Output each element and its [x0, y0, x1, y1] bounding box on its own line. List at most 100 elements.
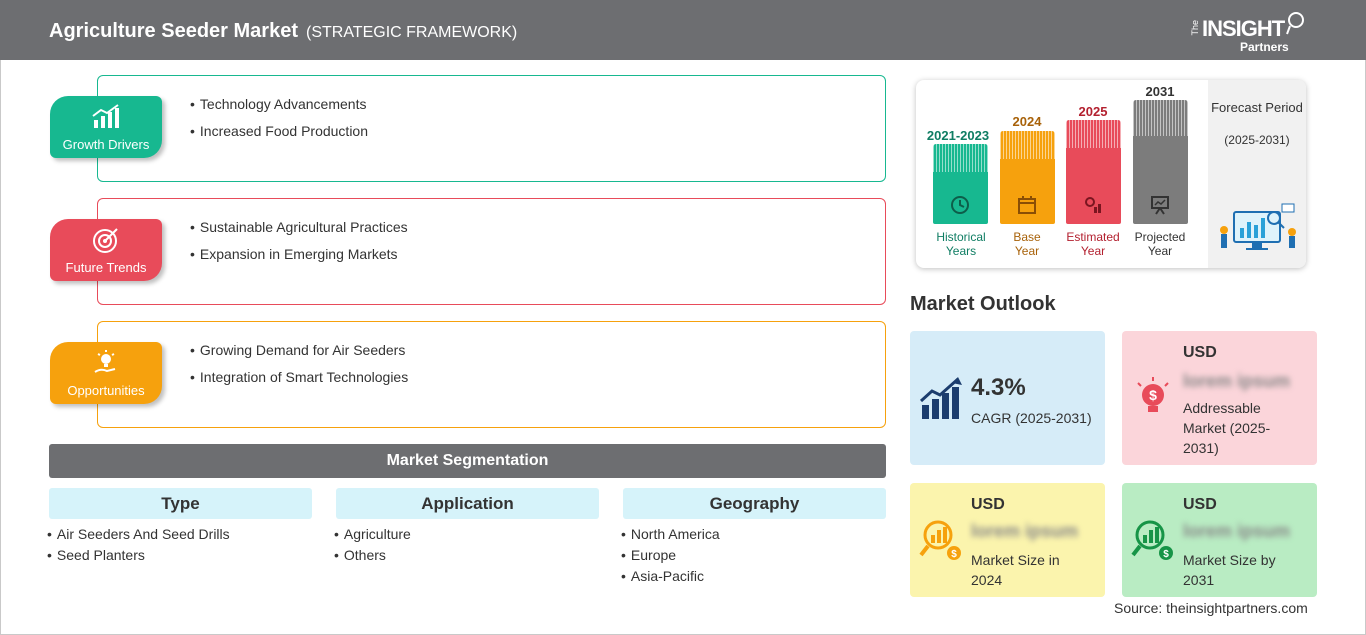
- cagr-label: CAGR (2025-2031): [971, 410, 1092, 426]
- list-item: North America: [621, 526, 720, 542]
- list-item: Agriculture: [334, 526, 411, 542]
- list-item: Growing Demand for Air Seeders: [190, 342, 408, 358]
- growth-drivers-badge: Growth Drivers: [50, 96, 162, 158]
- title-text: Agriculture Seeder Market: [49, 20, 298, 42]
- size-2024-value: lorem ipsum: [971, 521, 1079, 541]
- addressable-usd: USD: [1183, 344, 1217, 361]
- presentation-icon: [1151, 196, 1169, 215]
- source-link[interactable]: Source: theinsightpartners.com: [1114, 600, 1308, 616]
- year-estimated: 2025: [1078, 104, 1108, 119]
- size-2031-desc: Market Size by 2031: [1183, 552, 1276, 588]
- logo-insight: INSIGHT: [1202, 16, 1285, 41]
- label-line2: Year: [1080, 244, 1106, 258]
- list-item: Increased Food Production: [190, 123, 368, 139]
- segment-application-list: Agriculture Others: [334, 526, 411, 568]
- label-line1: Projected: [1134, 230, 1186, 244]
- opportunities-list: Growing Demand for Air Seeders Integrati…: [190, 342, 408, 396]
- future-trends-box: Sustainable Agricultural Practices Expan…: [97, 198, 886, 305]
- insight-partners-logo[interactable]: The INSIGHT Partners: [1190, 10, 1310, 54]
- logo-the: The: [1190, 20, 1200, 36]
- opportunities-badge: Opportunities: [50, 342, 162, 404]
- size-2031-value: lorem ipsum: [1183, 521, 1291, 541]
- bar-stripes: [1066, 120, 1121, 148]
- growth-drivers-box: Technology Advancements Increased Food P…: [97, 75, 886, 182]
- label-line2: Year: [1014, 244, 1040, 258]
- growth-chart-icon: [919, 377, 962, 419]
- addressable-value: lorem ipsum: [1183, 371, 1291, 391]
- growth-drivers-label: Growth Drivers: [62, 137, 150, 152]
- cagr-card: 4.3% CAGR (2025-2031): [910, 331, 1105, 465]
- list-item: Expansion in Emerging Markets: [190, 246, 408, 262]
- logo-partners: Partners: [1240, 40, 1289, 54]
- label-line1: Estimated: [1066, 230, 1120, 244]
- gear-chart-icon: [1085, 197, 1101, 213]
- svg-text:$: $: [1149, 387, 1157, 403]
- magnifier-coins-icon: $: [919, 520, 961, 560]
- list-item: Europe: [621, 547, 720, 563]
- list-item: Air Seeders And Seed Drills: [47, 526, 230, 542]
- opportunities-label: Opportunities: [67, 383, 145, 398]
- svg-text:$: $: [1163, 549, 1169, 560]
- market-size-2024-card: $ USD lorem ipsum Market Size in 2024: [910, 483, 1105, 597]
- size-2024-usd: USD: [971, 496, 1005, 513]
- bar-estimated: [1066, 120, 1121, 224]
- market-segmentation-header: Market Segmentation: [49, 444, 886, 478]
- list-item: Others: [334, 547, 411, 563]
- forecast-period-range: (2025-2031): [1224, 133, 1290, 147]
- label-line1: Historical: [936, 230, 986, 244]
- analytics-illustration-icon: [1220, 203, 1296, 250]
- addressable-desc: Addressable Market (2025-2031): [1183, 400, 1271, 456]
- size-2031-usd: USD: [1183, 496, 1217, 513]
- growth-drivers-list: Technology Advancements Increased Food P…: [190, 96, 368, 150]
- future-trends-list: Sustainable Agricultural Practices Expan…: [190, 219, 408, 273]
- list-item: Sustainable Agricultural Practices: [190, 219, 408, 235]
- year-base: 2024: [1012, 114, 1042, 129]
- market-size-2031-card: $ USD lorem ipsum Market Size by 2031: [1122, 483, 1317, 597]
- bar-base: [1000, 131, 1055, 224]
- future-trends-label: Future Trends: [65, 260, 147, 275]
- forecast-period-title: Forecast Period: [1211, 100, 1303, 115]
- segment-type-header: Type: [49, 488, 312, 519]
- year-historical: 2021-2023: [926, 128, 990, 143]
- segment-geography-header: Geography: [623, 488, 886, 519]
- label-line2: Year: [1147, 244, 1173, 258]
- bar-stripes: [1000, 131, 1055, 159]
- addressable-market-card: $ USD lorem ipsum Addressable Market (20…: [1122, 331, 1317, 465]
- svg-text:$: $: [951, 549, 957, 560]
- list-item: Seed Planters: [47, 547, 230, 563]
- opportunities-box: Growing Demand for Air Seeders Integrati…: [97, 321, 886, 428]
- page-title: Agriculture Seeder Market (STRATEGIC FRAM…: [49, 20, 517, 43]
- list-item: Asia-Pacific: [621, 568, 720, 584]
- list-item: Integration of Smart Technologies: [190, 369, 408, 385]
- calendar-icon: [1018, 196, 1036, 214]
- lightbulb-dollar-icon: $: [1137, 377, 1169, 412]
- future-trends-badge: Future Trends: [50, 219, 162, 281]
- target-icon: [93, 228, 118, 253]
- bar-projected: [1133, 100, 1188, 224]
- segment-geography-list: North America Europe Asia-Pacific: [621, 526, 720, 589]
- segment-type-list: Air Seeders And Seed Drills Seed Planter…: [47, 526, 230, 568]
- magnifier-coins-icon: $: [1131, 520, 1173, 560]
- bar-stripes: [933, 144, 988, 172]
- page-subtitle: (STRATEGIC FRAMEWORK): [305, 24, 518, 41]
- size-2024-desc: Market Size in 2024: [971, 552, 1060, 588]
- list-item: Technology Advancements: [190, 96, 368, 112]
- year-projected: 2031: [1145, 84, 1175, 99]
- label-line2: Years: [945, 244, 977, 258]
- header-bar: Agriculture Seeder Market (STRATEGIC FRAM…: [0, 0, 1366, 60]
- bar-stripes: [1133, 100, 1188, 136]
- growth-chart-icon: [92, 104, 119, 128]
- history-icon: [951, 196, 969, 214]
- segment-application-header: Application: [336, 488, 599, 519]
- cagr-value: 4.3%: [971, 374, 1026, 401]
- forecast-period-panel: Forecast Period (2025-2031): [1208, 80, 1306, 268]
- label-line1: Base: [1013, 230, 1041, 244]
- market-outlook-title: Market Outlook: [910, 293, 1056, 315]
- magnifier-icon: [1286, 12, 1304, 35]
- bar-historical: [933, 144, 988, 224]
